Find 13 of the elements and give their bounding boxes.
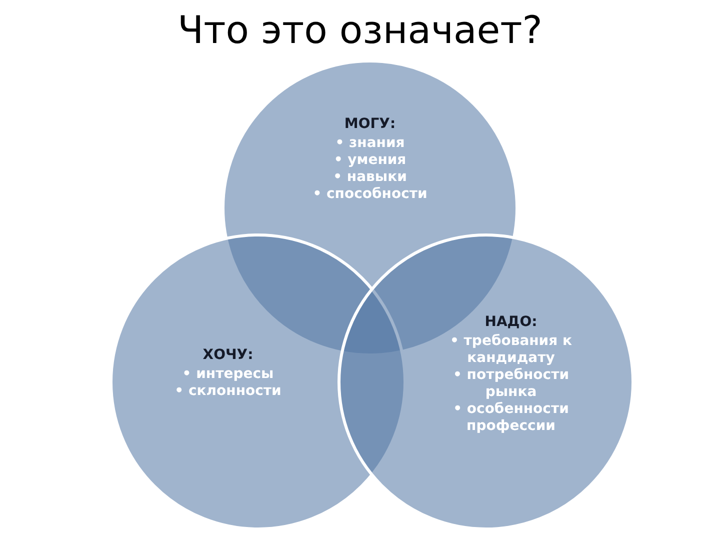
bullet-item: • потребности рынка [452, 367, 570, 401]
bullet-item: • умения [332, 152, 408, 169]
bullet-item: • интересы [181, 366, 275, 383]
circle-heading: МОГУ: [343, 116, 397, 133]
bullet-item: • способности [312, 186, 428, 203]
circle-heading: НАДО: [484, 314, 538, 331]
bullet-item: • знания [334, 135, 406, 152]
bullet-item: • особенности профессии [452, 401, 570, 435]
bullet-item: • навыки [332, 169, 408, 186]
bullet-item: • требования к кандидату [448, 333, 573, 367]
slide-title: Что это означает? [178, 8, 542, 52]
circle-heading: ХОЧУ: [202, 347, 254, 364]
bullet-item: • склонности [174, 383, 282, 400]
